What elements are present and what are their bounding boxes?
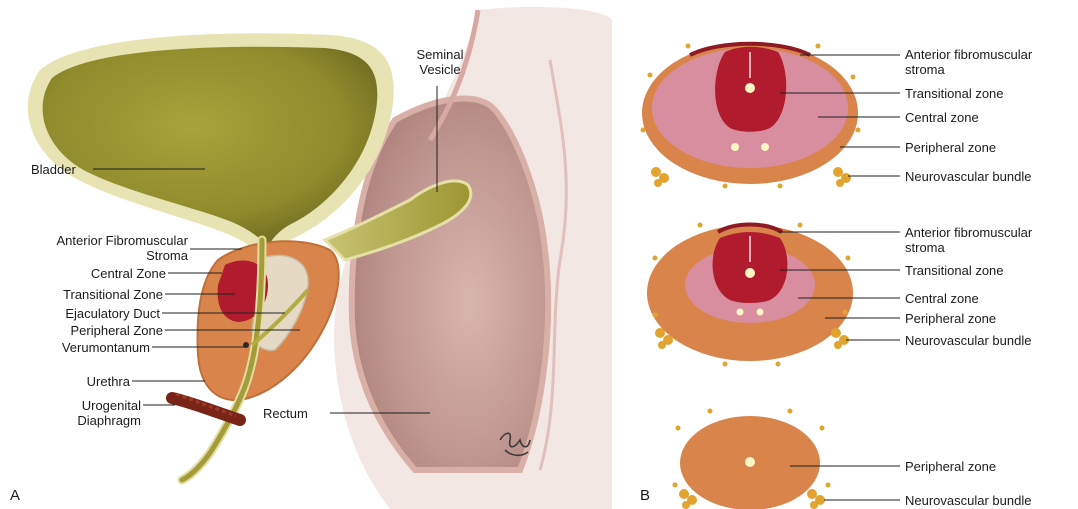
bladder bbox=[28, 33, 394, 262]
label-bottom-neurovascular-bundle: Neurovascular bundle bbox=[905, 493, 1031, 508]
label-transitional-zone: Transitional Zone bbox=[8, 287, 163, 302]
cross-section-top bbox=[641, 42, 861, 189]
label-seminal-vesicle: Seminal Vesicle bbox=[400, 47, 480, 77]
label-middle-peripheral-zone: Peripheral zone bbox=[905, 311, 996, 326]
label-ejaculatory-duct: Ejaculatory Duct bbox=[8, 306, 160, 321]
label-top-neurovascular-bundle: Neurovascular bundle bbox=[905, 169, 1031, 184]
prostate-sagittal bbox=[182, 240, 339, 480]
label-central-zone: Central Zone bbox=[8, 266, 166, 281]
label-middle-neurovascular-bundle: Neurovascular bundle bbox=[905, 333, 1031, 348]
cross-section-bottom bbox=[673, 409, 831, 509]
label-middle-anterior-fibromuscular-stroma: Anterior fibromuscular stroma bbox=[905, 225, 1032, 255]
cross-section-middle bbox=[647, 223, 853, 367]
label-verumontanum: Verumontanum bbox=[8, 340, 150, 355]
label-urogenital-diaphragm: Urogenital Diaphragm bbox=[8, 398, 141, 428]
label-urethra: Urethra bbox=[8, 374, 130, 389]
label-top-anterior-fibromuscular-stroma: Anterior fibromuscular stroma bbox=[905, 47, 1032, 77]
label-top-peripheral-zone: Peripheral zone bbox=[905, 140, 996, 155]
label-top-transitional-zone: Transitional zone bbox=[905, 86, 1004, 101]
label-top-central-zone: Central zone bbox=[905, 110, 979, 125]
label-middle-central-zone: Central zone bbox=[905, 291, 979, 306]
label-peripheral-zone: Peripheral Zone bbox=[8, 323, 163, 338]
panel-a-letter: A bbox=[10, 488, 20, 503]
label-bottom-peripheral-zone: Peripheral zone bbox=[905, 459, 996, 474]
label-anterior-fibromuscular-stroma: Anterior Fibromuscular Stroma bbox=[8, 233, 188, 263]
panel-b-letter: B bbox=[640, 488, 650, 503]
label-bladder: Bladder bbox=[31, 162, 76, 177]
label-middle-transitional-zone: Transitional zone bbox=[905, 263, 1004, 278]
label-rectum: Rectum bbox=[263, 406, 308, 421]
